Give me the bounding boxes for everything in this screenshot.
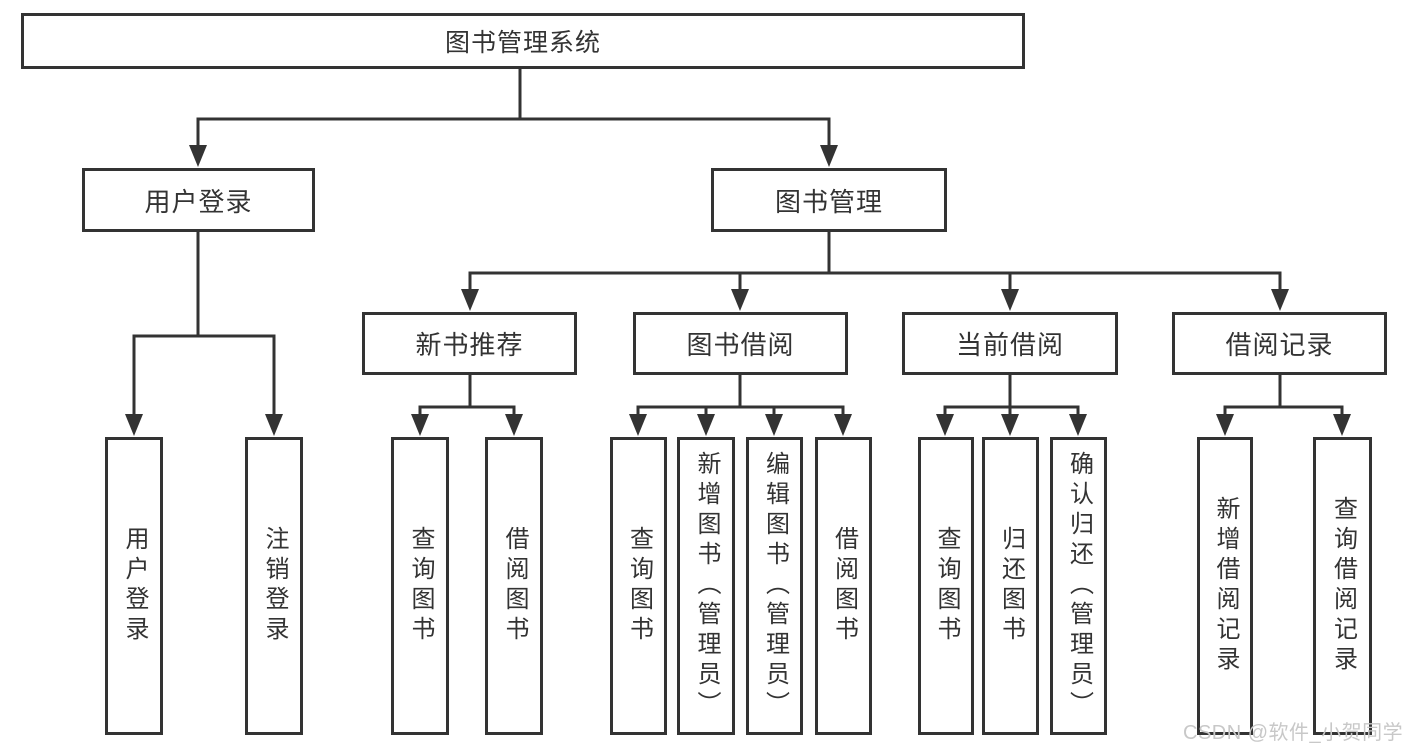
leaf-borrow-books-recommend-label: 借阅图书 <box>501 526 528 646</box>
node-library-system: 图书管理系统 <box>21 13 1025 69</box>
leaf-edit-books-admin-label: 编辑图书（管理员） <box>761 451 789 721</box>
leaf-logout: 注销登录 <box>245 437 303 735</box>
leaf-return-books: 归还图书 <box>982 437 1039 735</box>
node-current-borrow-label: 当前借阅 <box>955 330 1064 360</box>
node-borrow-records: 借阅记录 <box>1172 312 1387 375</box>
leaf-user-login-label: 用户登录 <box>121 526 148 646</box>
leaf-borrow-books-recommend: 借阅图书 <box>485 437 543 735</box>
node-new-book-recommend-label: 新书推荐 <box>415 330 524 360</box>
node-book-management-label: 图书管理 <box>774 186 883 217</box>
leaf-borrow-books-label: 借阅图书 <box>830 526 858 646</box>
node-book-management: 图书管理 <box>711 168 947 232</box>
watermark: CSDN @软件_小贺同学 <box>1183 722 1404 744</box>
node-user-login-label: 用户登录 <box>144 186 253 217</box>
node-library-system-label: 图书管理系统 <box>444 29 601 57</box>
leaf-edit-books-admin: 编辑图书（管理员） <box>746 437 803 735</box>
leaf-user-login: 用户登录 <box>105 437 163 735</box>
leaf-query-books-borrow: 查询图书 <box>610 437 667 735</box>
node-book-borrow-label: 图书借阅 <box>686 330 795 360</box>
leaf-add-books-admin-label: 新增图书（管理员） <box>693 451 720 721</box>
node-borrow-records-label: 借阅记录 <box>1225 330 1334 360</box>
leaf-logout-label: 注销登录 <box>261 526 288 646</box>
leaf-query-books-current: 查询图书 <box>918 437 974 735</box>
leaf-add-borrow-record-label: 新增借阅记录 <box>1212 496 1239 676</box>
node-book-borrow: 图书借阅 <box>633 312 848 375</box>
leaf-query-books-recommend: 查询图书 <box>391 437 449 735</box>
leaf-confirm-return-admin-label: 确认归还（管理员） <box>1065 451 1093 721</box>
leaf-query-books-borrow-label: 查询图书 <box>625 526 653 646</box>
leaf-query-borrow-record-label: 查询借阅记录 <box>1329 496 1357 676</box>
leaf-return-books-label: 归还图书 <box>997 526 1025 646</box>
leaf-add-borrow-record: 新增借阅记录 <box>1197 437 1253 735</box>
leaf-query-books-current-label: 查询图书 <box>933 526 960 646</box>
node-current-borrow: 当前借阅 <box>902 312 1118 375</box>
leaf-borrow-books: 借阅图书 <box>815 437 872 735</box>
leaf-query-books-recommend-label: 查询图书 <box>407 526 434 646</box>
node-user-login: 用户登录 <box>82 168 315 232</box>
leaf-add-books-admin: 新增图书（管理员） <box>677 437 735 735</box>
leaf-query-borrow-record: 查询借阅记录 <box>1313 437 1372 735</box>
leaf-confirm-return-admin: 确认归还（管理员） <box>1050 437 1107 735</box>
node-new-book-recommend: 新书推荐 <box>362 312 577 375</box>
